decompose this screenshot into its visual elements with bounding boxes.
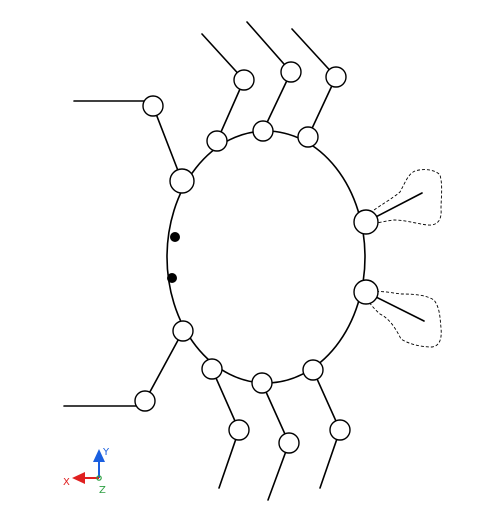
leg-bottom-3[interactable] xyxy=(302,359,351,489)
center-ring[interactable] xyxy=(166,130,366,384)
x-axis-arrow-icon xyxy=(72,472,85,484)
joint-lower-left-outer[interactable] xyxy=(134,390,156,412)
joint-bottom-2-base[interactable] xyxy=(251,372,273,394)
leg-bottom-2[interactable] xyxy=(251,372,300,501)
profile-outline-upper xyxy=(365,169,443,226)
leg-right-lower[interactable] xyxy=(353,279,442,348)
axis-triad: X Y Z xyxy=(63,447,110,496)
z-axis-label: Z xyxy=(99,485,106,496)
leg-lower-left[interactable] xyxy=(63,320,194,412)
leg-bottom-1[interactable] xyxy=(201,358,250,489)
joint-lower-left-base[interactable] xyxy=(172,320,194,342)
joint-top-1-outer[interactable] xyxy=(233,69,255,91)
joint-bottom-3-outer[interactable] xyxy=(329,419,351,441)
joint-top-2-outer[interactable] xyxy=(280,61,302,83)
leg-upper-left[interactable] xyxy=(73,95,195,194)
y-axis-arrow-icon xyxy=(93,449,105,462)
leg-top-2[interactable] xyxy=(246,21,302,142)
y-axis-label: Y xyxy=(102,447,110,458)
joint-top-2-base[interactable] xyxy=(252,120,274,142)
joint-bottom-1-outer[interactable] xyxy=(228,419,250,441)
joint-right-upper[interactable] xyxy=(353,209,379,235)
leg-right-upper[interactable] xyxy=(353,169,443,235)
joint-top-3-outer[interactable] xyxy=(325,66,347,88)
joint-top-3-base[interactable] xyxy=(297,126,319,148)
leg-top-3[interactable] xyxy=(291,28,347,148)
joint-bottom-3-base[interactable] xyxy=(302,359,324,381)
joint-top-1-base[interactable] xyxy=(206,130,228,152)
joint-right-lower[interactable] xyxy=(353,279,379,305)
z-axis-origin-icon xyxy=(96,475,102,481)
joint-bottom-2-outer[interactable] xyxy=(278,432,300,454)
profile-outline-lower xyxy=(365,290,442,348)
joint-upper-left-base[interactable] xyxy=(169,168,195,194)
x-axis-label: X xyxy=(63,477,70,488)
joint-upper-left-outer[interactable] xyxy=(142,95,164,117)
pin-upper[interactable] xyxy=(170,232,180,242)
pin-lower[interactable] xyxy=(167,273,177,283)
joint-bottom-1-base[interactable] xyxy=(201,358,223,380)
leg-top-1[interactable] xyxy=(201,33,255,152)
